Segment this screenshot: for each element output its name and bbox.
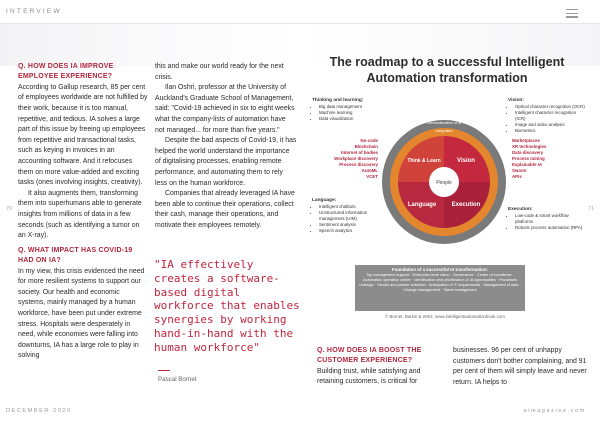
question-heading-covid: Q. WHAT IMPACT HAS COVID-19 HAD ON IA? <box>18 246 133 265</box>
list-item: Intelligent character recognition (ICR) <box>515 110 586 122</box>
paragraph: Ilan Oshri, professor at the University … <box>155 84 295 134</box>
page-number-left: 70 <box>6 206 13 212</box>
ia-wheel-diagram: People Think & Learn Vision Language Exe… <box>382 120 506 244</box>
quote-author: Pascal Bornet <box>158 376 197 383</box>
paragraph: Building trust, while satisfying and ret… <box>317 367 421 386</box>
list-item: Optical character recognition (OCR) <box>515 104 586 110</box>
paragraph: It also augments them, transforming them… <box>18 189 142 240</box>
column-1: Q. HOW DOES IA IMPROVE EMPLOYEE EXPERIEN… <box>18 62 148 362</box>
list-item: Data visualization <box>319 116 382 122</box>
figure-title: The roadmap to a successful Intelligent … <box>329 55 565 85</box>
column-3: Q. HOW DOES IA BOOST THE CUSTOMER EXPERI… <box>317 346 445 388</box>
list-item: Intelligent chatbots <box>319 204 374 210</box>
wheel-segment-think <box>398 136 444 182</box>
quote-divider <box>158 370 170 371</box>
wheel-segment-language <box>398 182 444 228</box>
paragraph: Despite the bad aspects of Covid-19, it … <box>155 137 297 187</box>
wheel-label-think: Think & Learn <box>407 158 440 164</box>
thinking-list: Thinking and learning: Big data manageme… <box>312 97 382 122</box>
paragraph: In my view, this crisis evidenced the ne… <box>18 267 145 360</box>
left-tech-list: No-code Blockchain Internet of bodies Wo… <box>334 138 378 179</box>
section-label: INTERVIEW <box>6 8 62 15</box>
paragraph: this and make our world ready for the ne… <box>155 63 284 81</box>
list-item: Image and video analysis <box>515 122 586 128</box>
list-item: Unstructured information management (UIM… <box>319 210 374 222</box>
wheel-segment-vision <box>444 136 490 182</box>
list-item: Sentiment analysis <box>319 222 374 228</box>
list-item: Low-code & smart workflow platforms <box>515 213 586 225</box>
language-title: Language: <box>312 198 337 203</box>
wheel-label-vision: Vision <box>457 158 475 164</box>
list-item: Machine learning <box>319 110 382 116</box>
wheel-segment-execution <box>444 182 490 228</box>
header-decoration-right <box>300 24 600 66</box>
footer-date: DECEMBER 2020 <box>6 408 72 414</box>
foundation-title: Foundation of a successful IA transforma… <box>392 267 488 272</box>
footer-site-link[interactable]: aimagazine.com <box>523 408 586 414</box>
header-divider <box>0 23 600 24</box>
list-item: Biometrics <box>515 128 586 134</box>
pull-quote: "IA effectively creates a software-based… <box>154 258 300 354</box>
right-tech-list: Marketplaces XR technologies Data discov… <box>512 138 547 179</box>
language-list: Language: Intelligent chatbots Unstructu… <box>312 197 374 234</box>
question-heading-customer: Q. HOW DOES IA BOOST THE CUSTOMER EXPERI… <box>317 347 422 365</box>
list-item: Robotic process automation (RPA) <box>515 225 586 231</box>
header-decoration <box>0 24 300 66</box>
vision-title: Vision: <box>508 98 524 103</box>
execution-title: Execution: <box>508 207 533 212</box>
page-number-right: 71 <box>588 206 595 212</box>
thinking-title: Thinking and learning: <box>312 98 364 103</box>
paragraph: According to Gallup research, 85 per cen… <box>18 83 148 187</box>
wheel-center-label: People <box>436 180 452 186</box>
execution-list: Execution: Low-code & smart workflow pla… <box>508 206 586 231</box>
wheel-label-integration: Integration <box>436 129 453 133</box>
wheel-label-execution: Execution <box>452 202 481 208</box>
column-4: businesses. 96 per cent of unhappy custo… <box>453 346 588 388</box>
wheel-label-democratization: Democratization of IA <box>427 121 462 125</box>
list-item: Speech analytics <box>319 228 374 234</box>
list-item: Big data management <box>319 104 382 110</box>
column-2: this and make our world ready for the ne… <box>155 62 297 232</box>
wheel-label-language: Language <box>408 202 437 208</box>
foundation-text: Top management support · Enterprise-leve… <box>359 273 521 292</box>
paragraph: businesses. 96 per cent of unhappy custo… <box>453 347 587 386</box>
vision-list: Vision: Optical character recognition (O… <box>508 97 586 134</box>
wheel-center <box>429 167 459 197</box>
foundation-bar: Foundation of a successful IA transforma… <box>355 265 525 311</box>
figure-copyright: © Bornet, Barkin & Wirtz, www.intelligen… <box>385 314 505 319</box>
paragraph: Companies that already leveraged IA have… <box>155 190 295 229</box>
question-heading-employee: Q. HOW DOES IA IMPROVE EMPLOYEE EXPERIEN… <box>18 63 114 81</box>
menu-icon[interactable] <box>566 9 578 20</box>
